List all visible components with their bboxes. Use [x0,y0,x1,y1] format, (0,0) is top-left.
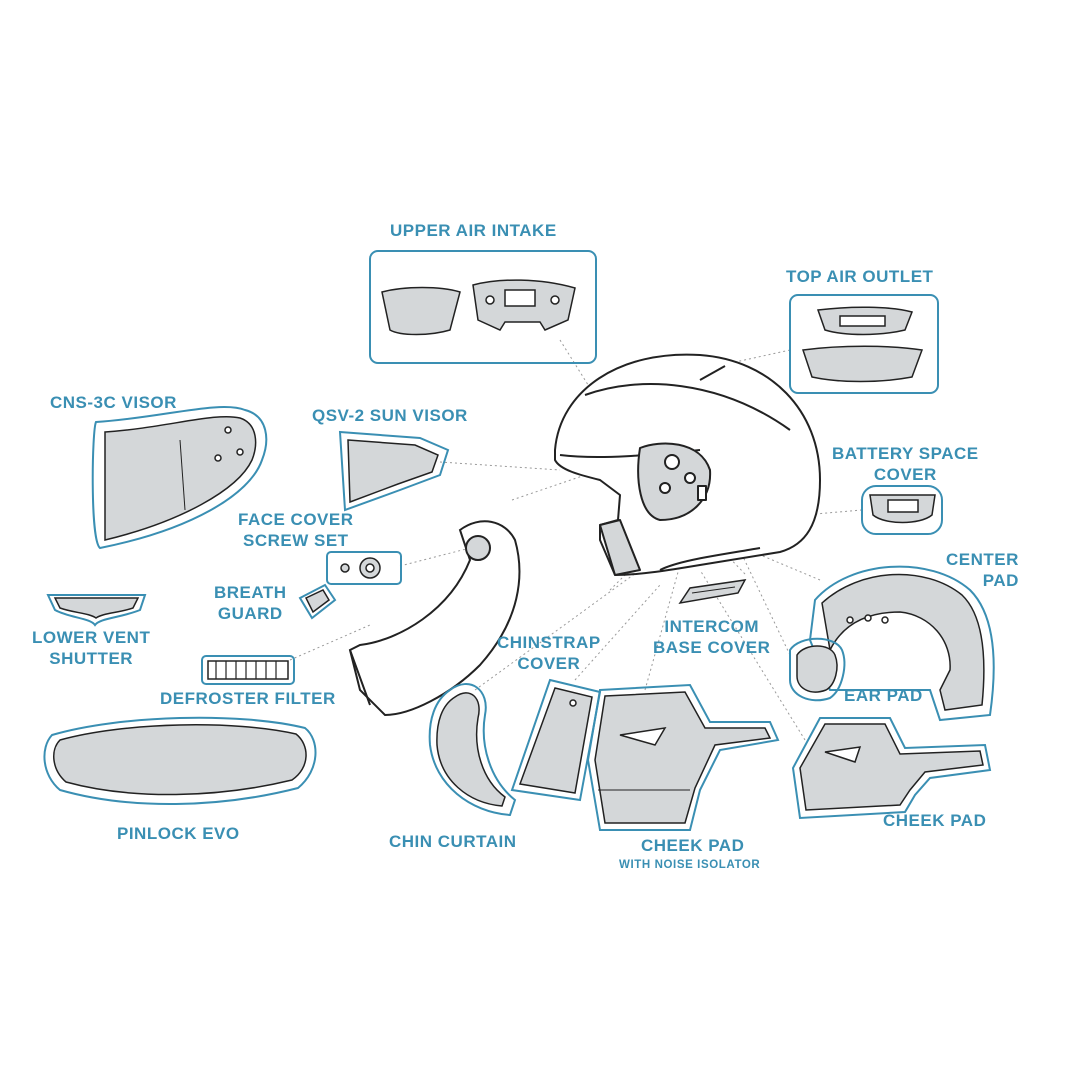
chinstrap-cover-label: CHINSTRAP COVER [497,632,601,674]
upper-air-intake-part [381,279,576,336]
cheek-pad-label: CHEEK PAD [883,811,987,830]
cheek-pad-frame [791,717,992,820]
face-cover-screw-set-label-line2: SCREW SET [242,531,349,550]
pinlock-evo-frame [43,716,317,805]
center-pad-frame [808,565,995,722]
intercom-base-cover-label-line2: BASE COVER [653,638,771,657]
lower-vent-shutter-label-line2: SHUTTER [49,649,134,668]
top-air-outlet-label: TOP AIR OUTLET [786,267,934,286]
cns-3c-visor-frame [91,406,268,550]
center-pad-label-line1: CENTER [946,550,1019,569]
top-air-outlet-part [802,306,924,383]
cheek-pad-noise-part [594,691,772,824]
face-cover-part [348,520,521,717]
center-pad-label: CENTER PAD [946,549,1019,591]
lower-vent-shutter-label-line1: LOWER VENT [32,628,151,647]
battery-space-cover-frame [861,485,943,535]
face-cover-screw-set-label: FACE COVER SCREW SET [238,509,354,551]
intercom-base-cover-part [678,579,747,605]
pinlock-evo-label: PINLOCK EVO [117,824,240,843]
lower-vent-shutter-part [53,597,140,619]
battery-space-cover-label: BATTERY SPACE COVER [832,443,979,485]
face-cover-screw-set-part [340,557,381,579]
breath-guard-label-line2: GUARD [217,604,283,623]
top-air-outlet-frame [789,294,939,394]
qsv-2-sun-visor-part [347,439,439,504]
helmet-drawing [554,353,821,576]
breath-guard-frame [298,583,337,620]
center-pad-label-line2: PAD [982,571,1019,590]
cns-3c-visor-part [104,415,257,541]
cns-3c-visor-label: CNS-3C VISOR [50,393,177,412]
chin-curtain-label: CHIN CURTAIN [389,832,517,851]
chin-curtain-frame [428,683,517,817]
lower-vent-shutter-label: LOWER VENT SHUTTER [32,627,150,669]
upper-air-intake-label: UPPER AIR INTAKE [390,221,557,240]
chinstrap-cover-label-line1: CHINSTRAP [497,633,601,652]
qsv-2-sun-visor-label: QSV-2 SUN VISOR [312,406,468,425]
lower-vent-shutter-frame [46,594,147,627]
breath-guard-part [304,589,330,614]
upper-air-intake-frame [369,250,597,364]
chinstrap-cover-part [518,687,593,794]
chinstrap-cover-label-line2: COVER [517,654,581,673]
intercom-base-cover-label: INTERCOM BASE COVER [653,616,770,658]
pinlock-evo-part [53,724,307,796]
ear-pad-frame [789,637,846,702]
face-cover-screw-set-frame [326,551,402,585]
breath-guard-label-line1: BREATH [214,583,287,602]
cheek-pad-noise-label: CHEEK PAD [641,836,745,855]
chin-curtain-part [436,692,506,807]
cheek-pad-part [799,723,984,811]
chinstrap-cover-frame [510,678,602,802]
battery-space-cover-part [869,494,936,524]
defroster-filter-label: DEFROSTER FILTER [160,689,336,708]
center-pad-part [821,573,985,711]
qsv-2-sun-visor-frame [338,430,450,512]
cheek-pad-noise-sublabel: WITH NOISE ISOLATOR [619,859,761,871]
battery-space-cover-label-line1: BATTERY SPACE [832,444,979,463]
battery-space-cover-label-line2: COVER [873,465,937,484]
cheek-pad-noise-frame [586,683,780,831]
defroster-filter-part [207,660,289,680]
ear-pad-part [796,645,838,693]
breath-guard-label: BREATH GUARD [214,582,287,624]
defroster-filter-frame [201,655,295,685]
intercom-base-cover-label-line1: INTERCOM [664,617,760,636]
face-cover-screw-set-label-line1: FACE COVER [238,510,354,529]
ear-pad-label: EAR PAD [844,686,923,705]
